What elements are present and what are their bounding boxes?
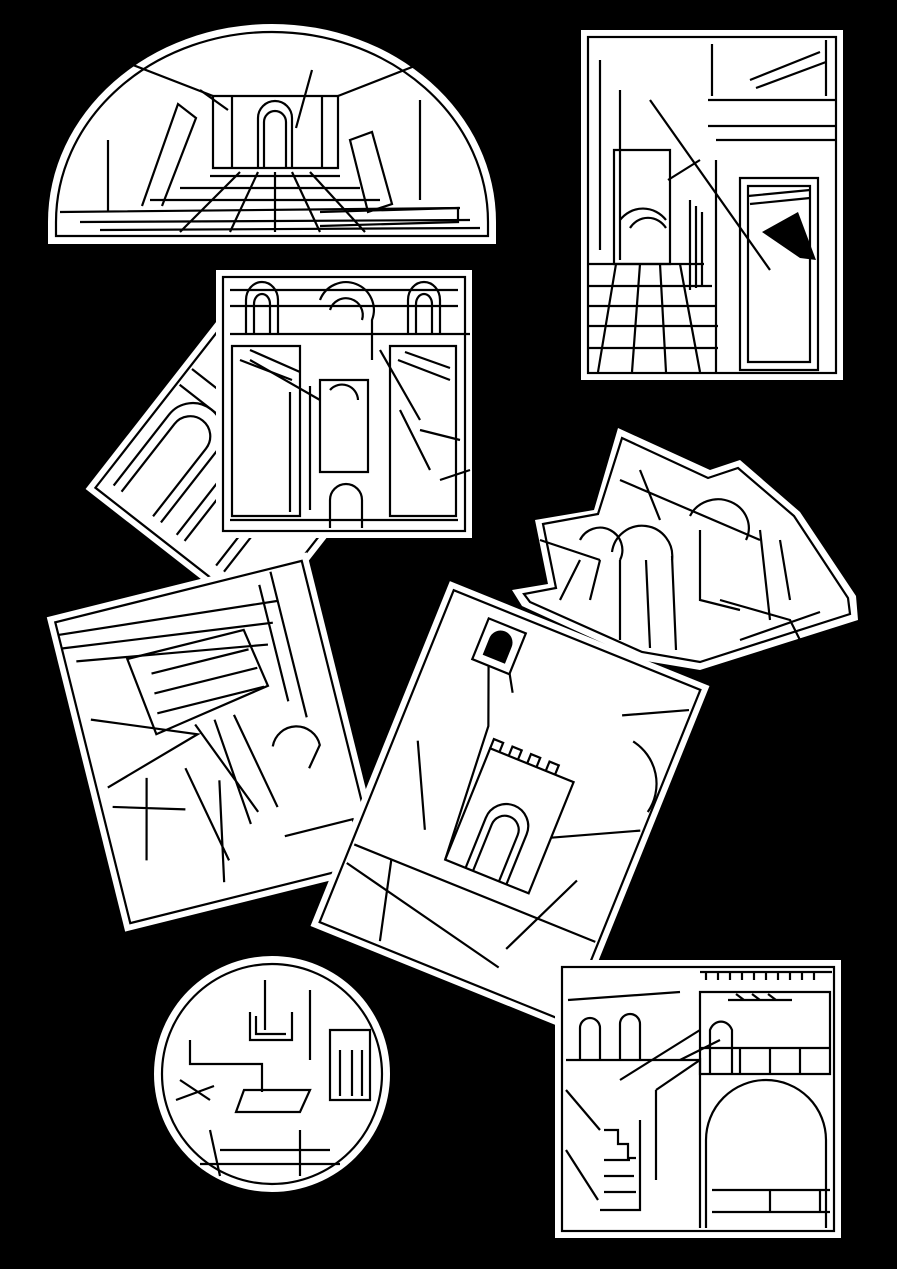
panel-semicircle-corridor bbox=[48, 24, 496, 244]
panel-stair-courtyard bbox=[555, 960, 841, 1238]
panel-round-room bbox=[154, 956, 390, 1192]
panel-arcade-frame bbox=[216, 270, 472, 538]
panel-fortified-gate bbox=[310, 581, 710, 1031]
panel-arched-alley bbox=[581, 30, 843, 380]
panel-vaulted-stair-scene bbox=[46, 552, 386, 932]
panel-skyline-ruins bbox=[512, 428, 858, 670]
